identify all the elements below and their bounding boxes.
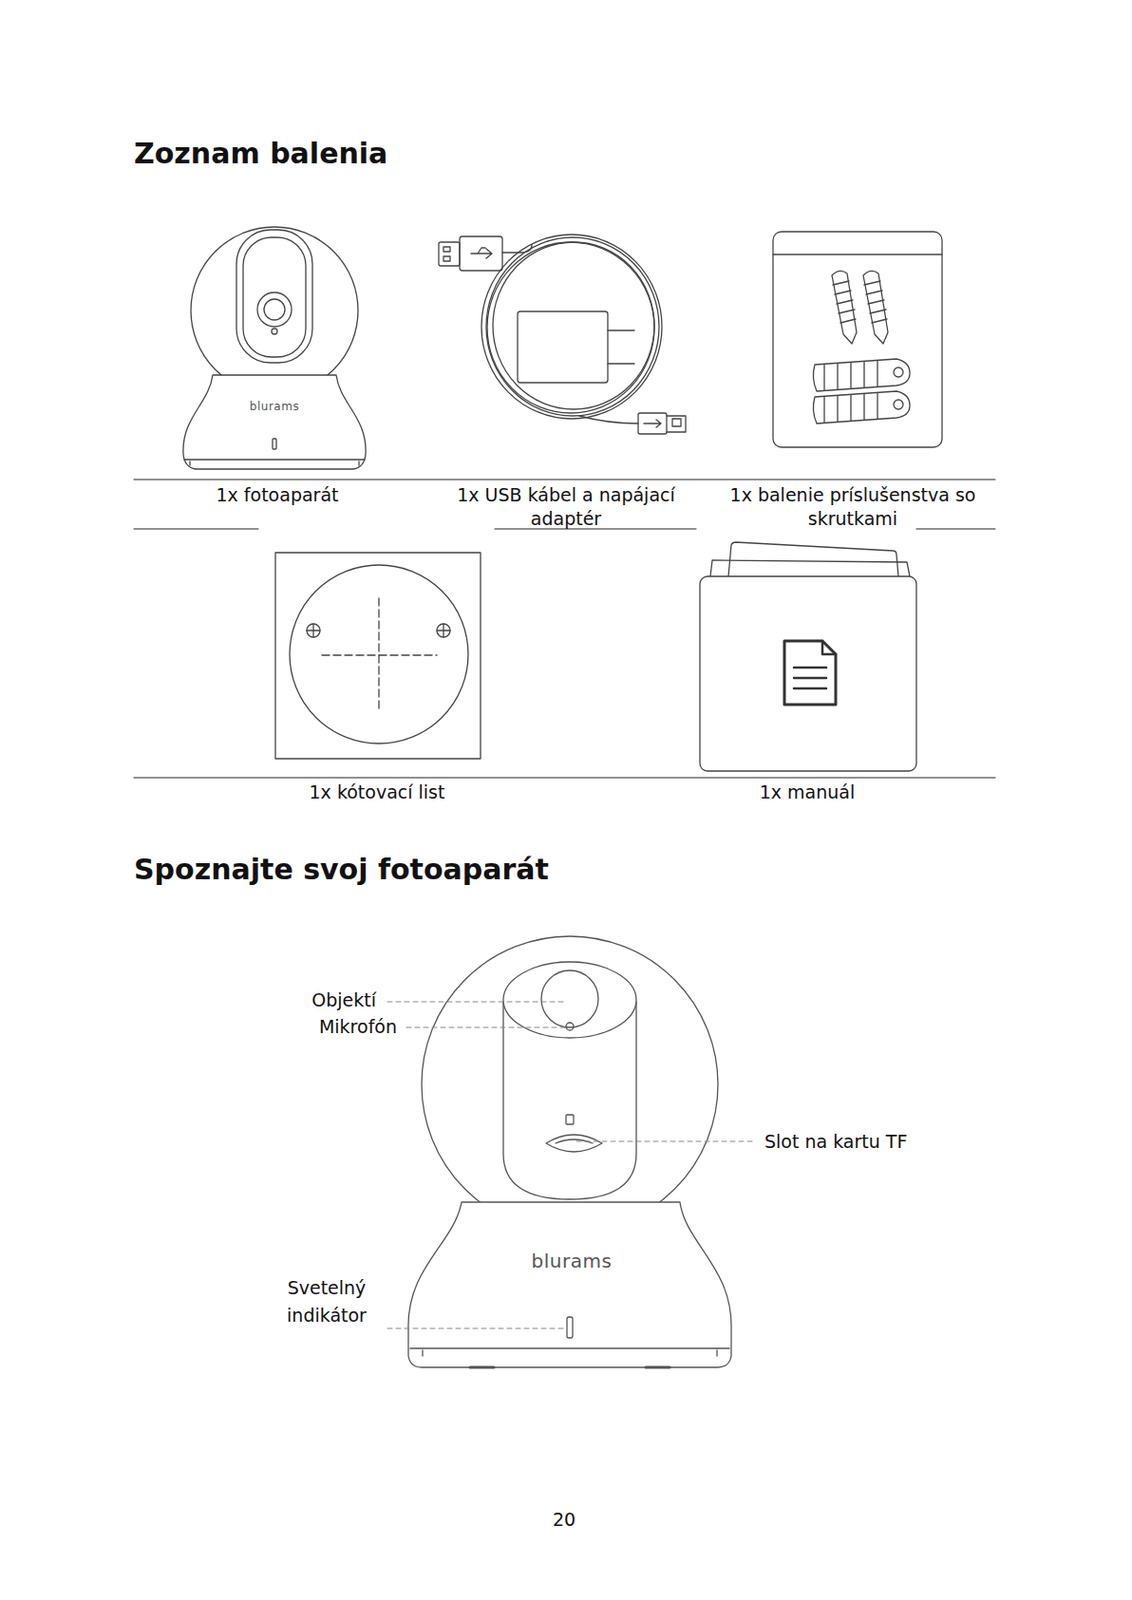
page-title: Zoznam balenia	[133, 134, 894, 172]
manual-illustration	[699, 542, 917, 772]
camera-front-illustration	[408, 936, 732, 1368]
page-number: 20	[535, 1508, 593, 1532]
camera-illustration	[183, 226, 366, 470]
leader-lines	[387, 1001, 754, 1329]
item-label: 1x USB kábel a napájací adaptér	[437, 483, 695, 530]
table-rules	[133, 479, 996, 778]
item-label: 1x fotoaparát	[182, 483, 373, 508]
section-heading: Spoznajte svoj fotoaparát	[133, 850, 894, 888]
screw-bag-illustration	[773, 231, 943, 448]
part-name: Objektí	[281, 988, 377, 1013]
part-name: Svetelný indikátor	[270, 1274, 383, 1329]
item-label: 1x balenie príslušenstva so skrutkami	[710, 483, 996, 530]
brand-logo: blurams	[495, 1249, 648, 1273]
part-name: Mikrofón	[281, 1015, 397, 1039]
mounting-template-illustration	[275, 552, 481, 759]
item-label: 1x manuál	[712, 780, 903, 805]
brand-logo: blurams	[226, 399, 322, 414]
item-label: 1x kótovací list	[282, 780, 472, 805]
usb-cable-illustration	[438, 234, 686, 434]
part-name: Slot na kartu TF	[764, 1130, 1050, 1154]
